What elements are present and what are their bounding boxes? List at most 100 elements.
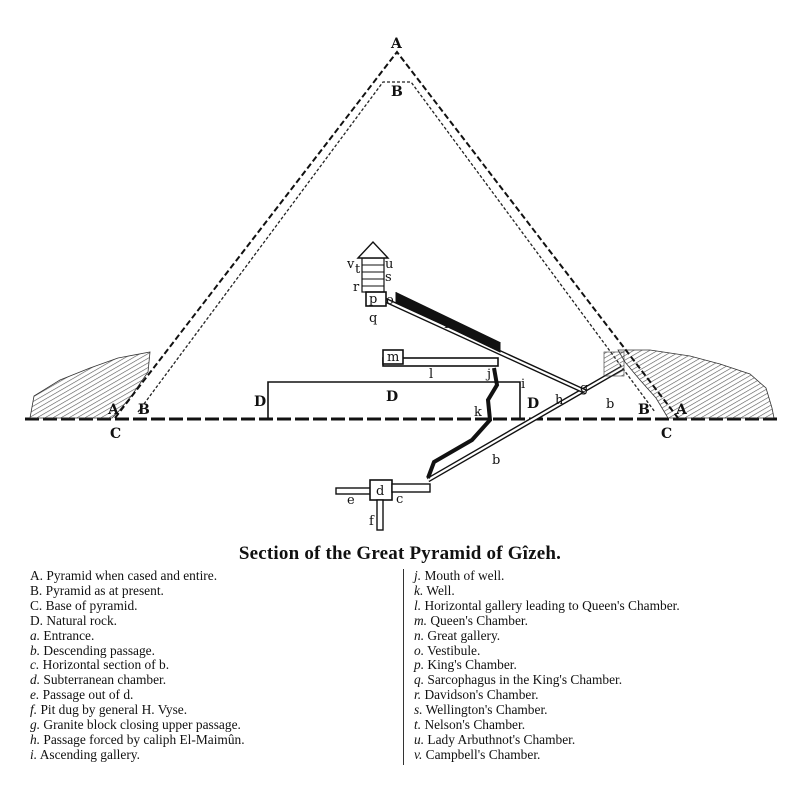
label-p: p: [369, 292, 377, 307]
legend-text: Horizontal section of b.: [42, 657, 170, 673]
well-shaft: [426, 367, 500, 479]
pit-shaft: [376, 499, 384, 531]
legend-text: Nelson's Chamber.: [424, 717, 526, 733]
legend-text: Queen's Chamber.: [430, 612, 529, 628]
label-D-right: D: [527, 396, 539, 412]
legend-item: r. Davidson's Chamber.: [414, 687, 794, 703]
legend-key: k.: [414, 582, 424, 598]
label-B-left: B: [138, 402, 150, 418]
label-f: f: [369, 514, 375, 529]
descending-passage-inner: [427, 367, 623, 481]
label-j: j: [485, 367, 491, 382]
rubble-right: [617, 349, 775, 419]
legend-item: C. Base of pyramid.: [30, 597, 400, 614]
label-d: d: [376, 484, 384, 499]
legend-text: Entrance.: [43, 627, 95, 643]
legend-item: o. Vestibule.: [414, 642, 794, 659]
legend-text: Wellington's Chamber.: [425, 702, 548, 718]
legend-item: s. Wellington's Chamber.: [414, 702, 794, 718]
label-A-left: A: [107, 402, 120, 418]
legend-key: q.: [414, 672, 425, 688]
legend-text: Passage out of d.: [42, 687, 134, 703]
legend-text: King's Chamber.: [427, 657, 517, 673]
cased-pyramid-outline: [114, 50, 679, 419]
legend-item: g. Granite block closing upper passage.: [30, 717, 400, 733]
legend-item: m. Queen's Chamber.: [414, 612, 794, 629]
legend-text: Great gallery.: [427, 627, 501, 643]
legend-key: D.: [30, 612, 44, 628]
legend-text: Lady Arbuthnot's Chamber.: [427, 731, 576, 747]
legend-text: Granite block closing upper passage.: [43, 717, 241, 733]
granite-block: [603, 351, 625, 377]
legend-key: p.: [414, 657, 425, 673]
legend-item: i. Ascending gallery.: [30, 746, 400, 763]
legend-text: Davidson's Chamber.: [424, 687, 539, 703]
ascending-gallery-inner: [384, 298, 587, 394]
legend-key: C.: [30, 597, 43, 613]
label-u: u: [385, 257, 393, 272]
figure-caption: Section of the Great Pyramid of Gîzeh.: [238, 543, 562, 564]
legend-key: h.: [30, 731, 41, 747]
label-m: m: [387, 350, 399, 365]
legend-left-column: A. Pyramid when cased and entire.B. Pyra…: [30, 568, 400, 763]
legend-item: k. Well.: [414, 582, 794, 599]
legend-key: b.: [30, 642, 41, 658]
legend-text: Sarcophagus in the King's Chamber.: [427, 672, 623, 688]
legend-key: m.: [414, 612, 428, 628]
label-e-left: e: [347, 493, 355, 508]
legend-text: Pyramid as at present.: [45, 582, 164, 598]
legend-text: Mouth of well.: [424, 568, 505, 583]
relieving-chambers: [361, 257, 385, 293]
legend-key: A.: [30, 568, 44, 583]
legend-item: h. Passage forced by caliph El-Maimûn.: [30, 731, 400, 748]
horizontal-section-c: [391, 483, 431, 493]
legend-key: c.: [30, 657, 40, 673]
legend-item: d. Subterranean chamber.: [30, 672, 400, 688]
legend-text: Horizontal gallery leading to Queen's Ch…: [424, 597, 680, 613]
legend-key: s.: [414, 702, 423, 718]
legend-item: v. Campbell's Chamber.: [414, 746, 794, 763]
legend-text: Pyramid when cased and entire.: [46, 568, 218, 583]
great-gallery-roof: [395, 292, 501, 353]
legend-text: Base of pyramid.: [45, 597, 138, 613]
legend-item: q. Sarcophagus in the King's Chamber.: [414, 672, 794, 688]
pyramid-section-diagram: A B A B C B A C D D D b b g h i j k l m …: [25, 36, 780, 531]
rubble-left: [29, 351, 151, 419]
legend-text: Ascending gallery.: [39, 746, 140, 762]
legend-item: l. Horizontal gallery leading to Queen's…: [414, 597, 794, 614]
legend-text: Vestibule.: [427, 642, 481, 658]
legend-item: u. Lady Arbuthnot's Chamber.: [414, 731, 794, 748]
label-t: t: [355, 262, 361, 277]
present-pyramid-outline: [137, 81, 656, 413]
label-D-center: D: [386, 389, 398, 405]
legend-item: n. Great gallery.: [414, 627, 794, 644]
label-i: i: [521, 377, 525, 392]
legend-divider: [403, 569, 404, 765]
relieving-roof: [356, 240, 390, 259]
label-B-top: B: [391, 84, 403, 100]
legend-text: Passage forced by caliph El-Maimûn.: [43, 731, 245, 747]
legend-item: a. Entrance.: [30, 627, 400, 644]
legend-item: B. Pyramid as at present.: [30, 582, 400, 599]
legend-key: v.: [414, 746, 423, 762]
legend-text: Well.: [426, 582, 455, 598]
queens-chamber: [382, 349, 404, 365]
legend-text: Descending passage.: [43, 642, 155, 658]
legend-item: p. King's Chamber.: [414, 657, 794, 673]
legend-key: u.: [414, 731, 425, 747]
label-n: n: [444, 317, 453, 332]
legend-right-column: j. Mouth of well.k. Well.l. Horizontal g…: [414, 568, 794, 763]
legend-text: Campbell's Chamber.: [425, 746, 541, 762]
label-o: o: [386, 293, 394, 308]
label-C-left: C: [110, 426, 121, 442]
legend-key: n.: [414, 627, 425, 643]
legend-key: r.: [414, 687, 422, 703]
legend-key: g.: [30, 717, 41, 733]
label-C-right: C: [661, 426, 672, 442]
label-c: c: [396, 492, 403, 507]
legend-text: Natural rock.: [46, 612, 118, 628]
label-v: v: [346, 257, 355, 272]
legend-key: d.: [30, 672, 41, 688]
label-l: l: [429, 367, 433, 382]
legend-text: Subterranean chamber.: [43, 672, 167, 688]
